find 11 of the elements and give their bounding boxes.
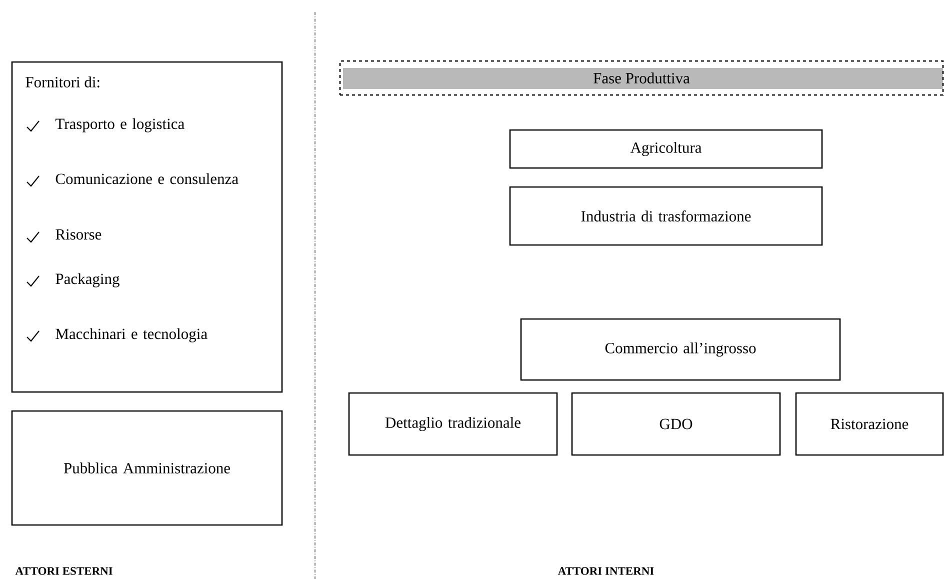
actor-box: GDO bbox=[571, 392, 781, 456]
actor-box: Ristorazione bbox=[795, 392, 944, 456]
actor-box: Dettaglio tradizionale bbox=[348, 392, 558, 456]
actor-box: Commercio all’ingrosso bbox=[520, 318, 841, 381]
actor-box: Pubblica Amministrazione bbox=[11, 410, 283, 526]
section-label: ATTORI ESTERNI bbox=[15, 567, 112, 575]
phase-band: Fase Produttiva bbox=[339, 60, 944, 96]
supplier-box: Fornitori di: Trasporto e logistica Comunicazione e consulenza Risorse Packaging Macchinari e tecnologia bbox=[11, 61, 283, 393]
actor-box: Industria di trasformazione bbox=[509, 186, 823, 246]
actor-box: Agricoltura bbox=[509, 129, 823, 169]
section-label: ATTORI INTERNI bbox=[558, 567, 654, 575]
